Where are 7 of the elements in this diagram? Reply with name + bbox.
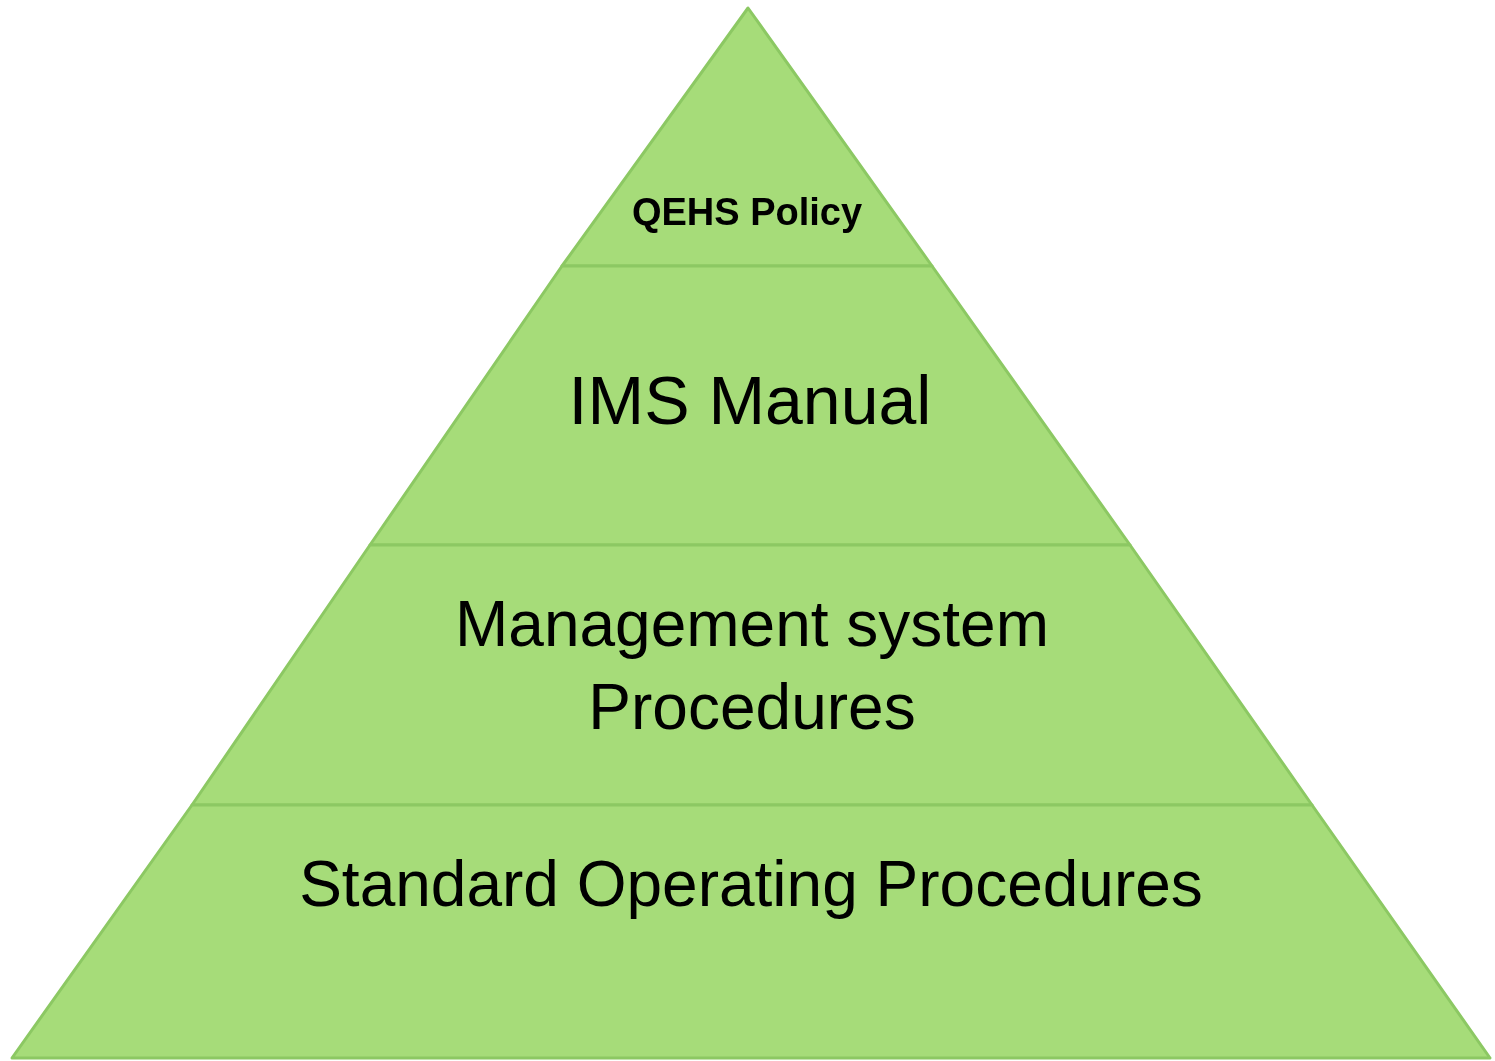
tier-label: IMS Manual <box>567 361 933 440</box>
tier-label: Management system Procedures <box>454 587 1050 746</box>
tier-label: QEHS Policy <box>630 190 864 235</box>
pyramid-top-tier <box>562 8 932 266</box>
tier-label: Standard Operating Procedures <box>298 847 1204 922</box>
pyramid-tier <box>192 545 1312 805</box>
pyramid-tier <box>12 805 1490 1058</box>
